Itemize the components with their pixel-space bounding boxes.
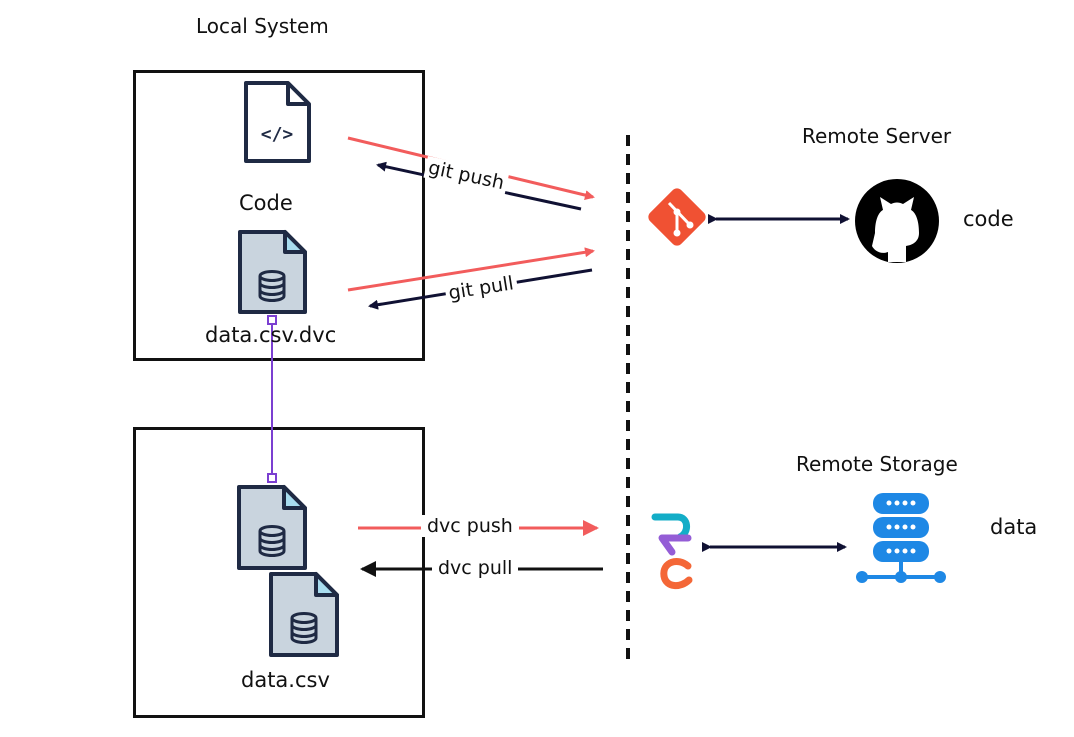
storage-server-icon	[856, 493, 946, 583]
dvc-push-label: dvc push	[421, 515, 519, 537]
dvc-link-connector	[267, 315, 277, 483]
dvc-file-icon	[238, 230, 307, 314]
data-file-label: data.csv	[241, 668, 330, 692]
github-logo-icon	[855, 179, 939, 263]
remote-server-title: Remote Server	[802, 124, 952, 148]
local-data-box	[133, 427, 425, 718]
dvc-pull-label: dvc pull	[432, 557, 519, 579]
data-file-icon	[237, 485, 307, 570]
svg-text:</>: </>	[261, 124, 294, 145]
git-push-arrow-dvc	[347, 247, 595, 292]
local-system-box	[133, 70, 425, 361]
remote-storage-data-label: data	[990, 515, 1038, 539]
code-file-icon: </>	[244, 81, 311, 163]
remote-server-code-label: code	[963, 207, 1014, 231]
git-logo-icon	[648, 188, 706, 246]
data-file-icon	[269, 572, 339, 657]
remote-storage-title: Remote Storage	[796, 452, 958, 476]
database-icon	[258, 270, 286, 302]
dvc-file-label: data.csv.dvc	[205, 323, 337, 347]
local-system-title: Local System	[196, 14, 329, 38]
dvc-logo-icon	[651, 513, 693, 589]
code-label: Code	[239, 191, 293, 215]
